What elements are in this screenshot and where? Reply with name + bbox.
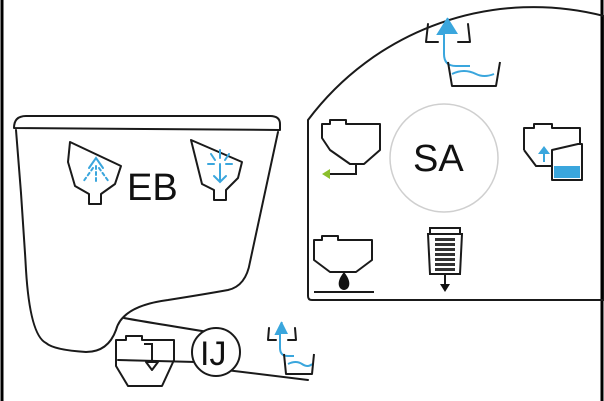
water-collection-icon (425, 17, 501, 87)
tank-drain-icon (321, 119, 381, 179)
eb-lid (13, 115, 281, 131)
spray-fan-icon (67, 141, 122, 205)
oil-drop-tank-icon (313, 235, 374, 293)
water-collection-icon (267, 321, 315, 375)
sa-panel (307, 6, 604, 302)
eb-vessel-outline (15, 129, 279, 353)
hopper-tank-icon (115, 335, 175, 387)
ij-label: IJ (200, 335, 226, 373)
tank-transfer-icon (523, 123, 583, 181)
eb-pipe-upper (123, 317, 209, 333)
filter-cartridge-icon (426, 227, 464, 292)
sa-inner-circle (389, 103, 499, 213)
spray-fan-icon (190, 139, 243, 201)
eb-label: EB (127, 167, 178, 209)
ij-outlet-line (225, 369, 309, 381)
sa-label: SA (413, 138, 464, 180)
ij-circle (191, 327, 241, 377)
